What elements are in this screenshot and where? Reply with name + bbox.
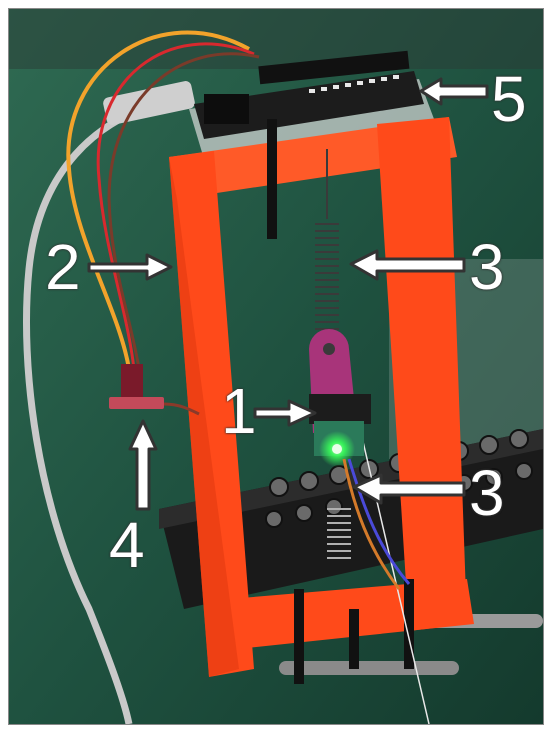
- arrow-2: [87, 253, 173, 281]
- green-led: [332, 444, 342, 454]
- zip-tie-top: [267, 119, 277, 239]
- zip-tie-bottom-left: [294, 589, 304, 684]
- label-5: 5: [491, 63, 527, 135]
- apparatus-photo: [9, 9, 543, 724]
- purple-sensor: [309, 329, 371, 456]
- zip-tie-bottom-mid: [349, 609, 359, 669]
- label-4: 4: [109, 509, 145, 581]
- sensor-wires: [342, 458, 401, 590]
- usb-cable: [23, 100, 160, 724]
- arrow-3-top: [349, 249, 466, 281]
- arduino-board: [189, 50, 434, 159]
- spring-top: [315, 149, 339, 330]
- label-2: 2: [45, 231, 81, 303]
- arrow-1: [253, 399, 317, 427]
- small-sensor: [109, 364, 200, 416]
- arrow-5: [419, 77, 489, 106]
- photo: 5 2 3 1 3 4: [8, 8, 544, 725]
- wire-brown: [107, 52, 260, 370]
- arrow-4: [128, 419, 158, 511]
- label-3-top: 3: [469, 231, 505, 303]
- metal-rod-lower: [279, 661, 459, 675]
- usb-plug: [103, 81, 195, 125]
- wire-red: [96, 42, 255, 370]
- sensor-wire-blue: [347, 458, 411, 585]
- label-3-bottom: 3: [469, 457, 505, 529]
- spring-bottom: [327, 508, 351, 559]
- label-1: 1: [221, 375, 257, 447]
- background-machine: [9, 9, 543, 69]
- zip-tie-bottom-right: [404, 579, 414, 669]
- wire-orange: [66, 30, 250, 370]
- arrow-3-bottom: [352, 473, 466, 505]
